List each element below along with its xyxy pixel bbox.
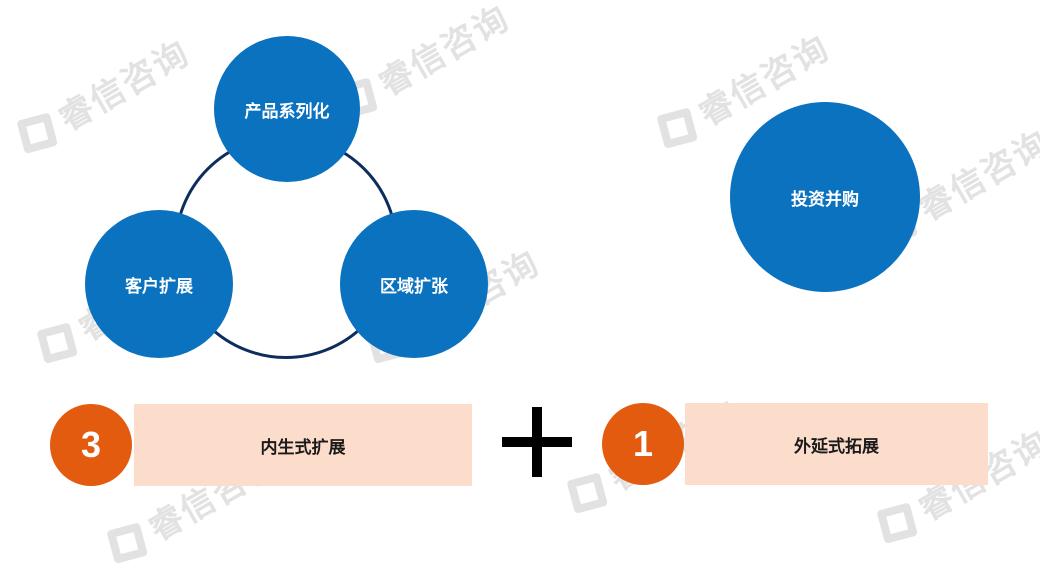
circle-customer-expansion: 客户扩展 bbox=[85, 210, 233, 358]
badge-number: 1 bbox=[632, 423, 654, 464]
circle-product-series: 产品系列化 bbox=[214, 36, 360, 182]
plus-icon-vertical bbox=[532, 407, 542, 477]
watermark-text: 睿信咨询 bbox=[52, 32, 197, 140]
internal-count-badge: 3 bbox=[50, 404, 132, 486]
circle-label: 客户扩展 bbox=[125, 276, 193, 297]
circle-label: 投资并购 bbox=[791, 189, 859, 210]
watermark-text: 睿信咨询 bbox=[912, 122, 1040, 230]
bar-label: 内生式扩展 bbox=[260, 437, 346, 458]
external-expansion-bar: 外延式拓展 bbox=[685, 403, 988, 485]
external-count-badge: 1 bbox=[602, 403, 684, 485]
watermark-logo-icon bbox=[36, 321, 78, 364]
badge-number: 3 bbox=[80, 424, 102, 465]
watermark-logo-icon bbox=[876, 501, 918, 544]
circle-label: 区域扩张 bbox=[380, 276, 448, 297]
watermark: 睿信咨询 bbox=[10, 26, 197, 162]
circle-label: 产品系列化 bbox=[244, 101, 330, 122]
watermark-logo-icon bbox=[656, 106, 698, 149]
circle-regional-expansion: 区域扩张 bbox=[340, 210, 488, 358]
watermark-logo-icon bbox=[16, 111, 58, 154]
watermark-logo-icon bbox=[566, 471, 608, 514]
watermark-text: 睿信咨询 bbox=[372, 0, 517, 105]
internal-expansion-bar: 内生式扩展 bbox=[134, 404, 472, 486]
bar-label: 外延式拓展 bbox=[794, 436, 879, 457]
circle-investment-ma: 投资并购 bbox=[730, 102, 920, 292]
watermark-logo-icon bbox=[106, 521, 148, 564]
